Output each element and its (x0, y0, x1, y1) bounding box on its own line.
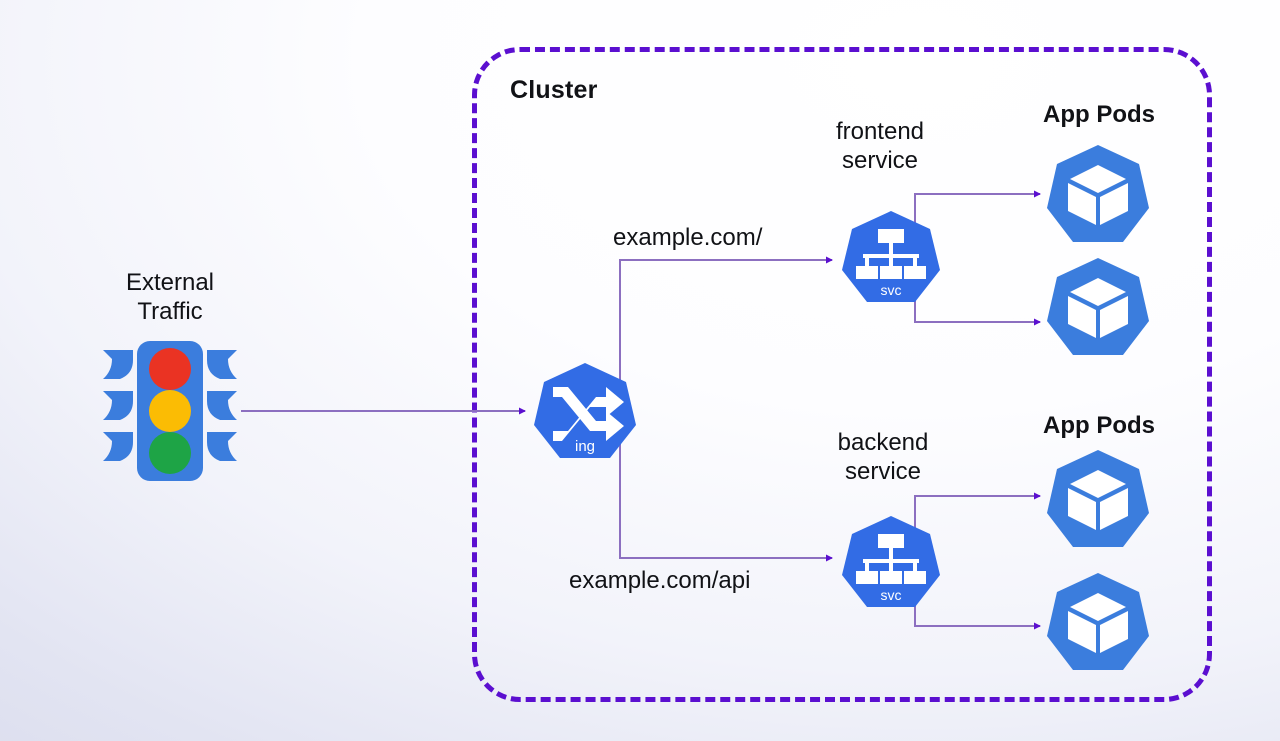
app-pods-label-bottom: App Pods (1043, 412, 1155, 439)
kubernetes-pod-icon-2 (1046, 258, 1150, 356)
route-label-root: example.com/ (613, 224, 763, 251)
route-label-api: example.com/api (569, 567, 751, 594)
backend-service-label: backend service (837, 429, 929, 486)
kubernetes-pod-icon-3 (1046, 450, 1150, 548)
kubernetes-service-icon-frontend: svc (841, 211, 941, 303)
app-pods-label-top: App Pods (1043, 101, 1155, 128)
svg-text:svc: svc (881, 282, 902, 298)
external-traffic-label: External Traffic (125, 269, 215, 326)
kubernetes-pod-icon-1 (1046, 145, 1150, 243)
kubernetes-ingress-icon: ing (533, 363, 637, 459)
svg-text:svc: svc (881, 587, 902, 603)
frontend-service-label: frontend service (835, 118, 925, 175)
traffic-light-icon (99, 341, 241, 481)
cluster-label: Cluster (510, 76, 598, 104)
kubernetes-pod-icon-4 (1046, 573, 1150, 671)
kubernetes-service-icon-backend: svc (841, 516, 941, 608)
cluster-boundary (472, 47, 1212, 702)
svg-text:ing: ing (575, 438, 595, 455)
